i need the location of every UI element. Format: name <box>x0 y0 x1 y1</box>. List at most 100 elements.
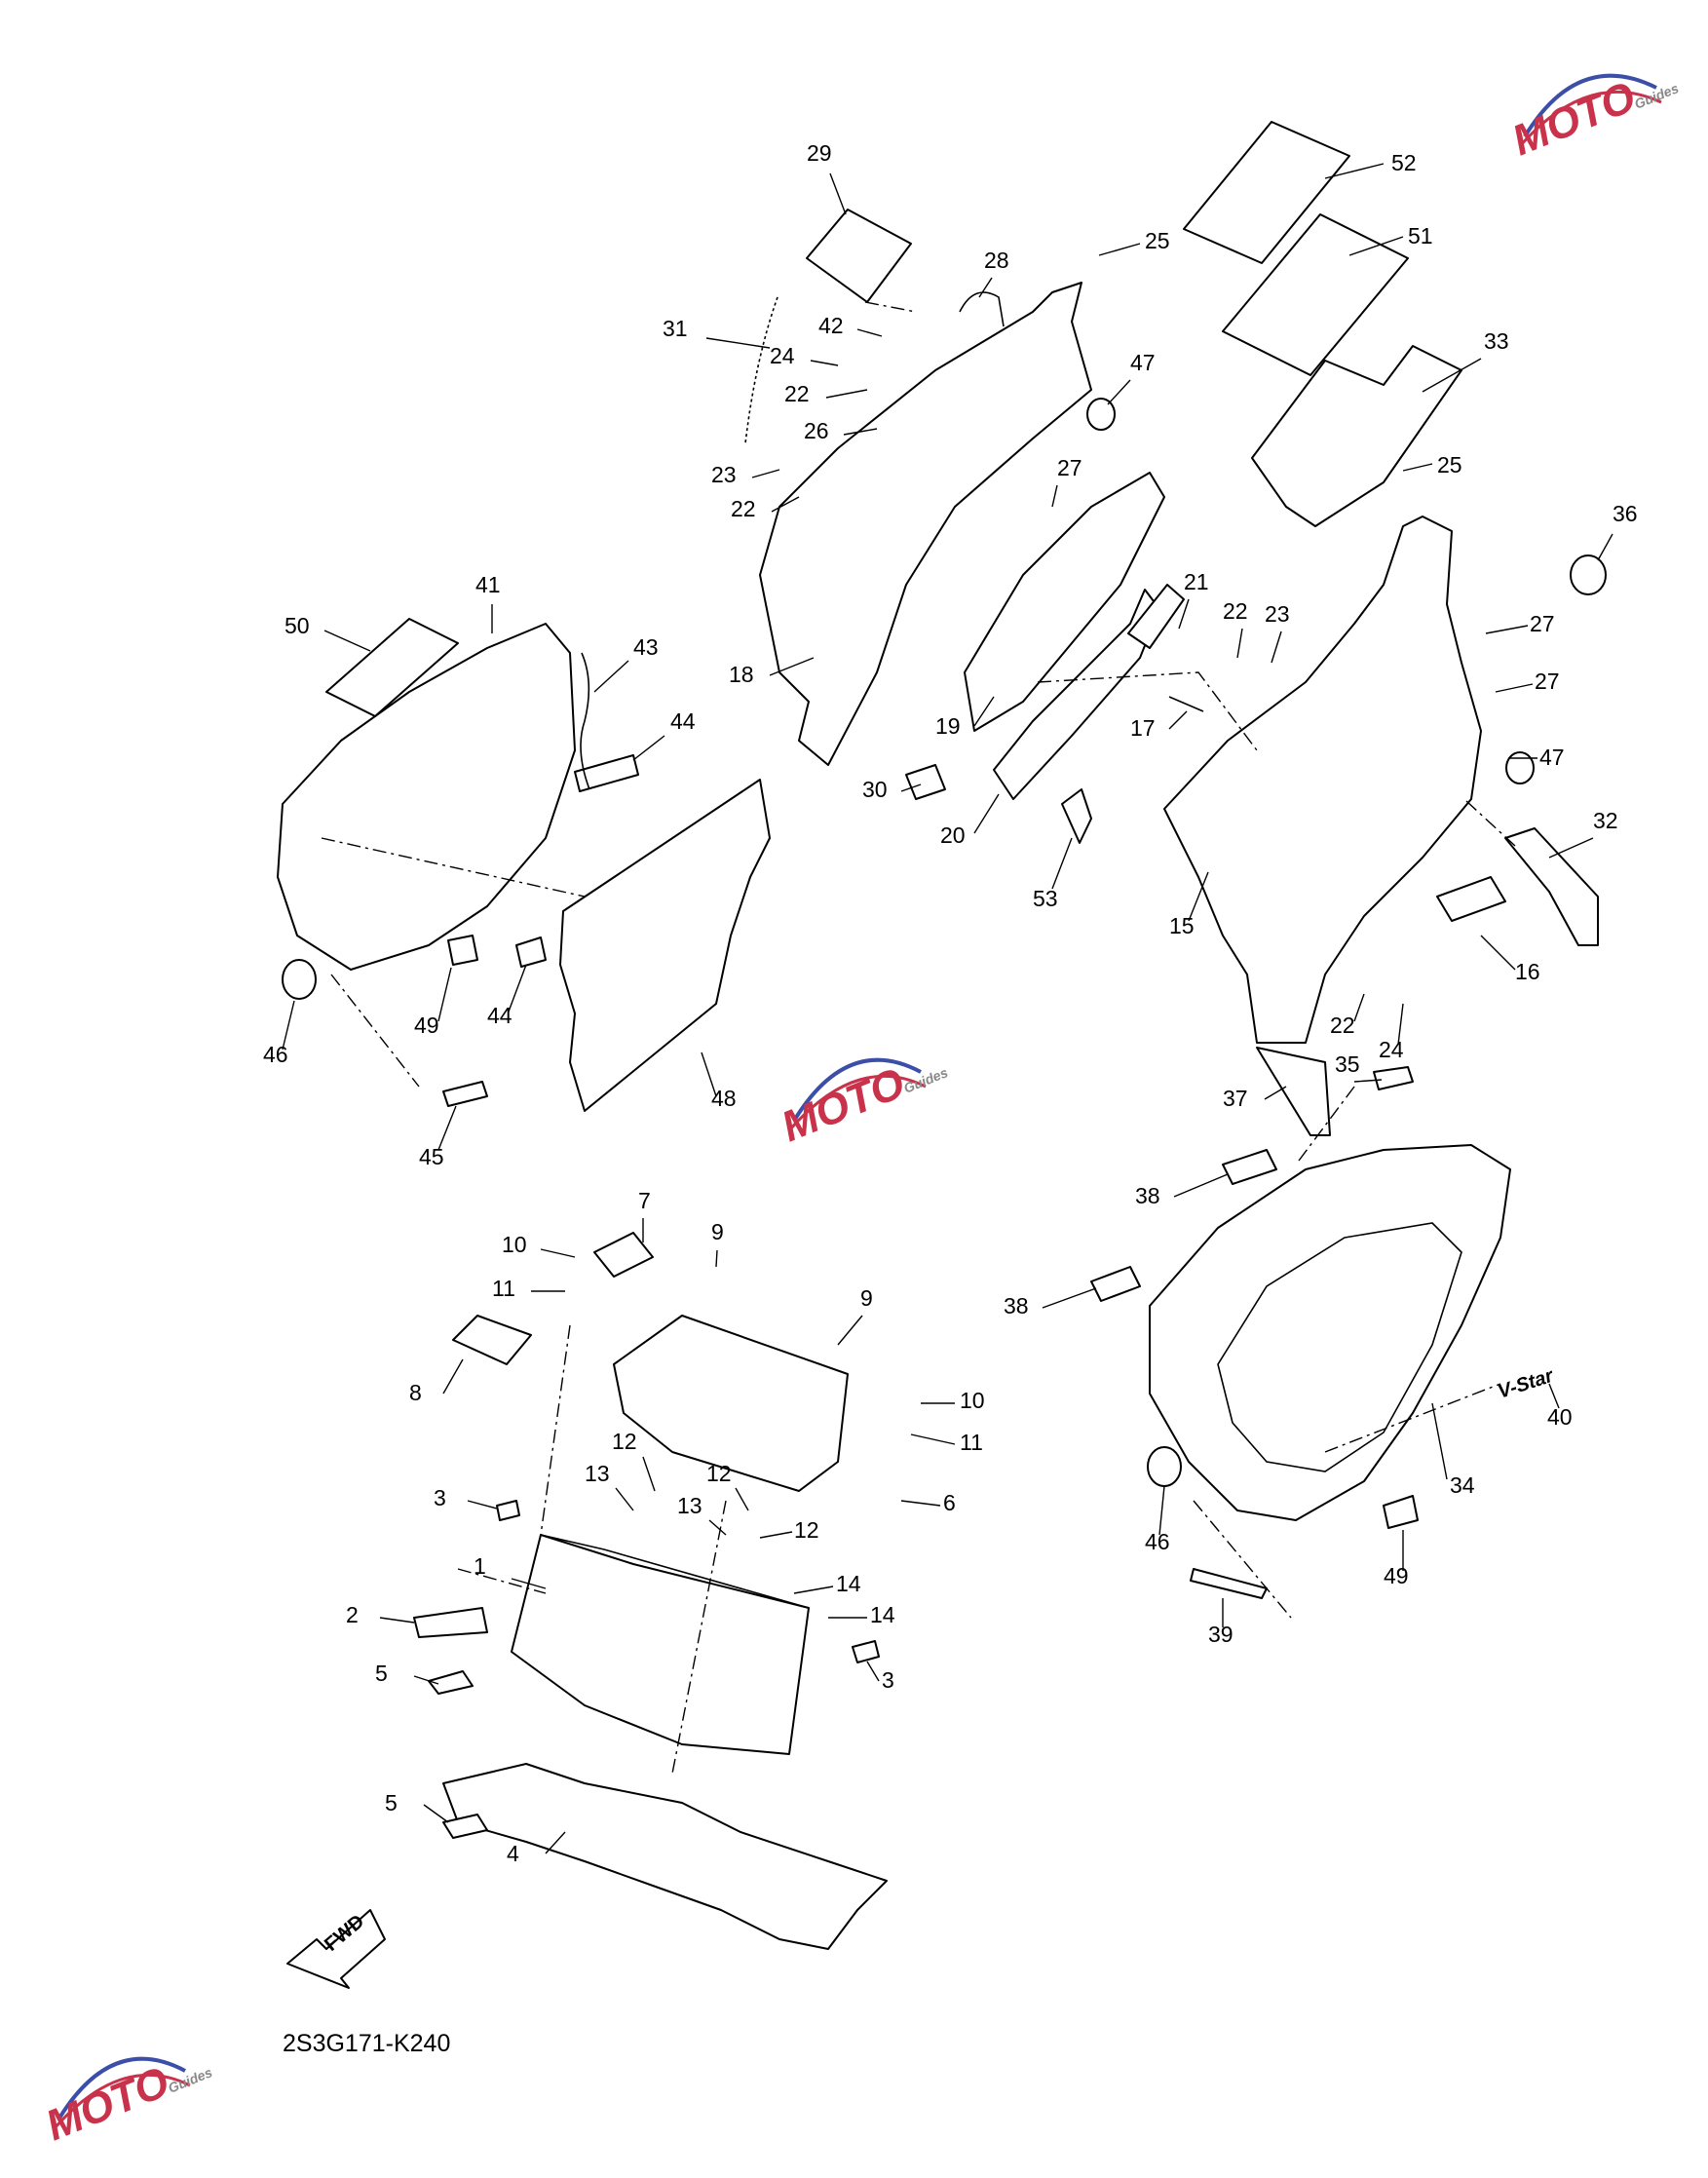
watermark-subtext: Guides <box>1632 80 1681 112</box>
part-2-clip <box>413 1607 488 1638</box>
part-29-label <box>806 209 912 303</box>
callout-9b: 9 <box>860 1285 873 1311</box>
fwd-arrow-icon <box>286 1909 386 1989</box>
part-3-clip-b <box>852 1640 880 1663</box>
callout-12a: 12 <box>612 1429 637 1454</box>
callout-11b: 11 <box>960 1430 983 1455</box>
leader-line-24a <box>810 360 839 366</box>
callout-27b: 27 <box>1530 611 1555 636</box>
leader-line-5a <box>413 1675 439 1685</box>
leader-line-48 <box>701 1051 717 1097</box>
leader-lines <box>282 163 1613 1854</box>
callout-12b: 12 <box>706 1461 732 1486</box>
part-53-piece <box>1061 788 1092 844</box>
leader-line-26 <box>843 428 878 436</box>
part-41-side-cover-left <box>277 623 576 971</box>
part-1-rim <box>540 1534 810 1609</box>
leader-line-4 <box>545 1831 566 1854</box>
fwd-arrow: FWD <box>286 1909 386 1989</box>
part-artwork: V-Star <box>277 121 1607 1950</box>
leader-line-10a <box>540 1248 576 1258</box>
callout-27a: 27 <box>1057 455 1082 480</box>
callout-49b: 49 <box>1384 1563 1409 1588</box>
callout-24b: 24 <box>1379 1037 1404 1062</box>
callout-20: 20 <box>940 822 966 848</box>
callout-5a: 5 <box>375 1661 388 1686</box>
callout-19: 19 <box>935 713 961 739</box>
part-36-fitting <box>1570 554 1607 595</box>
leader-line-9a <box>715 1249 718 1268</box>
leader-line-43 <box>593 660 629 693</box>
leader-line-50 <box>323 630 371 652</box>
part-34-side-cover-right <box>1149 1144 1511 1521</box>
part-43-strap <box>580 652 590 790</box>
leader-line-51 <box>1348 236 1404 256</box>
callout-44a: 44 <box>670 708 696 734</box>
callout-42: 42 <box>818 313 844 338</box>
leader-line-13b <box>708 1519 727 1536</box>
callout-52: 52 <box>1391 150 1417 175</box>
part-38-pad-b <box>1090 1266 1141 1302</box>
callout-46b: 46 <box>1145 1529 1170 1554</box>
leader-line-44b <box>508 964 527 1013</box>
callout-3b: 3 <box>882 1667 894 1693</box>
watermark-center: MOTO Guides <box>775 1057 950 1151</box>
leader-line-15 <box>1188 871 1209 922</box>
callout-53: 53 <box>1033 886 1058 911</box>
watermark-top-right: MOTO Guides <box>1505 73 1681 166</box>
callout-2: 2 <box>346 1602 359 1627</box>
leader-line-24b <box>1397 1003 1404 1046</box>
callout-47b: 47 <box>1539 745 1565 770</box>
part-46-grommet-right <box>1147 1446 1182 1487</box>
callout-26: 26 <box>804 418 829 443</box>
leader-line-27c <box>1495 683 1534 693</box>
leader-line-22b <box>771 496 800 513</box>
part-50-label <box>325 618 459 717</box>
leader-line-18 <box>769 657 815 676</box>
part-7-label <box>593 1232 654 1278</box>
callout-5b: 5 <box>385 1790 398 1815</box>
callout-22d: 22 <box>1330 1013 1355 1038</box>
part-31-chain <box>744 296 778 444</box>
leader-line-31 <box>705 337 771 349</box>
part-45-trim <box>442 1081 488 1107</box>
leader-line-12b <box>735 1487 749 1511</box>
part-35-clip <box>1373 1066 1414 1090</box>
leader-line-49a <box>437 967 452 1022</box>
watermark-bottom-left: MOTO Guides <box>39 2056 214 2150</box>
leader-line-20 <box>973 793 1000 834</box>
leader-line-25b <box>1402 463 1433 472</box>
leader-line-46b <box>1158 1485 1165 1536</box>
callout-8: 8 <box>409 1380 422 1405</box>
part-44-pad-b <box>515 936 547 968</box>
leader-line-23a <box>751 469 780 478</box>
callout-40: 40 <box>1547 1404 1573 1430</box>
callout-35: 35 <box>1335 1051 1360 1077</box>
leader-line-44a <box>632 735 665 761</box>
leader-line-5b <box>423 1804 449 1823</box>
part-19-foam <box>964 472 1165 732</box>
part-8-pad <box>452 1315 532 1365</box>
watermark-subtext: Guides <box>901 1064 950 1096</box>
leader-line-3a <box>467 1500 498 1509</box>
callout-11a: 11 <box>492 1276 515 1301</box>
callout-45: 45 <box>419 1144 444 1169</box>
part-5-pad-a <box>428 1670 474 1695</box>
callout-29: 29 <box>807 140 832 166</box>
callout-49a: 49 <box>414 1013 439 1038</box>
leader-line-35 <box>1353 1079 1383 1083</box>
callout-3a: 3 <box>434 1485 446 1510</box>
callout-12c: 12 <box>794 1517 819 1543</box>
callout-14b: 14 <box>870 1602 895 1627</box>
callout-9a: 9 <box>711 1219 724 1244</box>
callout-4: 4 <box>507 1841 519 1866</box>
part-48-sheet <box>559 779 771 1112</box>
leader-line-30 <box>900 783 922 792</box>
leader-line-53 <box>1051 837 1073 890</box>
callout-25a: 25 <box>1145 228 1170 253</box>
callout-6: 6 <box>943 1490 956 1515</box>
part-3-clip-a <box>496 1500 520 1521</box>
callout-24a: 24 <box>770 343 795 368</box>
leader-line-34 <box>1431 1402 1448 1480</box>
leader-line-14a <box>793 1586 834 1594</box>
